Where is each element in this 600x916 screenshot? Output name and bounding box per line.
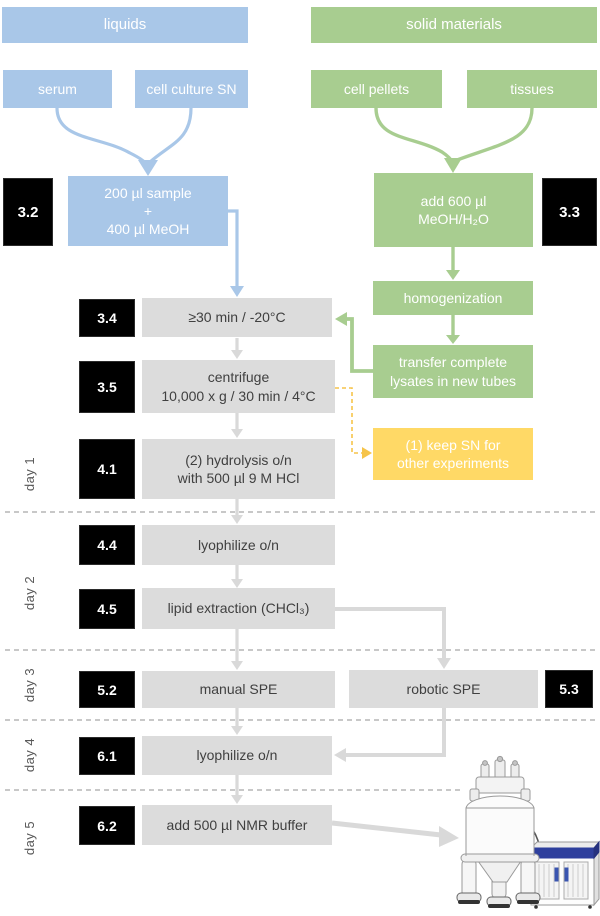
source-serum-label: serum [38, 80, 77, 97]
ref-badge-3-5: 3.5 [79, 361, 135, 413]
ref-3-5-label: 3.5 [97, 379, 117, 395]
source-tissues: tissues [467, 70, 597, 108]
step-manual-spe: manual SPE [142, 671, 335, 708]
step-line: transfer complete [398, 354, 508, 371]
ref-badge-4-1: 4.1 [79, 439, 135, 499]
blue-elbow-connector [228, 209, 239, 287]
header-liquids-label: liquids [103, 16, 147, 34]
blue-merge-arrowhead [138, 160, 158, 176]
gray-arrow-to-nmr [331, 820, 442, 838]
step-lipid-extraction: lipid extraction (CHCl₃) [142, 588, 335, 629]
green-merge-arrow [374, 107, 534, 164]
green-merge-arrowhead [444, 158, 462, 173]
gray-arrowhead-to-nmr [439, 826, 459, 847]
ref-5-2-label: 5.2 [97, 681, 117, 698]
day-label-2: day 2 [22, 548, 42, 638]
step-add-meoh-h2o: add 600 µl MeOH/H₂O [374, 173, 533, 247]
source-cell-pellets: cell pellets [311, 70, 442, 108]
day-label-5: day 5 [22, 793, 42, 883]
ref-badge-6-1: 6.1 [79, 737, 135, 775]
step-homogenization-label: homogenization [403, 289, 503, 306]
header-solid-materials: solid materials [311, 7, 597, 43]
ref-5-3-label: 5.3 [559, 681, 579, 697]
step-centrifuge: centrifuge 10,000 x g / 30 min / 4°C [142, 360, 335, 413]
blue-elbow-arrowhead [230, 286, 244, 297]
step-line: 200 µl sample [104, 184, 192, 201]
ref-4-1-label: 4.1 [97, 461, 117, 477]
step-line: centrifuge [207, 369, 270, 386]
step-sample-meoh: 200 µl sample + 400 µl MeOH [68, 176, 228, 246]
source-serum: serum [3, 70, 112, 108]
step-nmr-buffer: add 500 µl NMR buffer [142, 805, 332, 845]
source-cell-culture-sn-label: cell culture SN [146, 80, 237, 97]
step-robotic-spe-label: robotic SPE [406, 680, 481, 697]
step-homogenization: homogenization [373, 281, 533, 315]
ref-badge-5-2: 5.2 [79, 671, 135, 708]
note-line: (1) keep SN for [405, 436, 501, 453]
ref-3-2-label: 3.2 [17, 203, 39, 221]
ref-6-1-label: 6.1 [97, 748, 117, 764]
ref-3-4-label: 3.4 [97, 310, 117, 326]
step-line: add 600 µl [420, 192, 487, 209]
green-feedback-arrowhead [335, 312, 347, 326]
blue-merge-arrow [55, 107, 193, 167]
step-transfer-lysates: transfer complete lysates in new tubes [373, 345, 533, 398]
step-lyophilize-2-label: lyophilize o/n [196, 747, 278, 764]
step-line: (2) hydrolysis o/n [185, 451, 292, 468]
day-1-text: day 1 [22, 456, 37, 492]
gray-elbow-from-robotic-spe [345, 708, 446, 757]
ref-badge-4-5: 4.5 [79, 589, 135, 629]
ref-badge-3-3: 3.3 [542, 178, 597, 246]
ref-badge-3-2: 3.2 [3, 178, 53, 246]
day-3-text: day 3 [22, 667, 37, 703]
step-line: 10,000 x g / 30 min / 4°C [161, 387, 316, 404]
day-2-text: day 2 [22, 575, 37, 611]
day-5-text: day 5 [22, 820, 37, 856]
green-arrowhead-2 [446, 335, 460, 344]
step-lyophilize-2: lyophilize o/n [142, 736, 332, 775]
source-cell-pellets-label: cell pellets [343, 80, 410, 97]
step-robotic-spe: robotic SPE [349, 670, 538, 708]
step-incubation-label: ≥30 min / -20°C [188, 309, 286, 326]
header-solid-materials-label: solid materials [406, 16, 502, 34]
green-arrowhead-1 [446, 270, 460, 280]
source-cell-culture-sn: cell culture SN [135, 70, 248, 108]
step-line: 400 µl MeOH [106, 221, 190, 238]
ref-4-5-label: 4.5 [97, 601, 117, 617]
ref-4-4-label: 4.4 [97, 537, 117, 553]
gray-elbow-to-robotic-spe [334, 607, 446, 659]
day-4-text: day 4 [22, 737, 37, 773]
step-lyophilize-1-label: lyophilize o/n [198, 536, 279, 553]
note-line: other experiments [396, 455, 510, 471]
ref-badge-3-4: 3.4 [79, 299, 135, 337]
note-keep-sn: (1) keep SN for other experiments [373, 428, 533, 480]
step-line: + [143, 202, 153, 219]
header-liquids: liquids [2, 7, 248, 43]
step-incubation: ≥30 min / -20°C [142, 298, 332, 337]
ref-badge-4-4: 4.4 [79, 525, 135, 565]
nmr-spectrometer-illustration [456, 755, 600, 909]
step-hydrolysis: (2) hydrolysis o/n with 500 µl 9 M HCl [142, 439, 335, 499]
step-line: with 500 µl 9 M HCl [177, 470, 300, 486]
gray-elbow-arrowhead-1 [437, 658, 451, 669]
day-label-4: day 4 [22, 710, 42, 800]
green-feedback-elbow [346, 317, 373, 373]
step-lipid-extraction-label: lipid extraction (CHCl₃) [167, 600, 310, 617]
ref-3-3-label: 3.3 [559, 203, 580, 221]
gray-elbow-arrowhead-2 [334, 748, 346, 762]
step-line: lysates in new tubes [389, 372, 517, 389]
yellow-dashed-connector [335, 387, 362, 454]
step-line: MeOH/H₂O [418, 211, 489, 227]
ref-badge-6-2: 6.2 [79, 806, 135, 845]
ref-badge-5-3: 5.3 [545, 670, 593, 708]
step-manual-spe-label: manual SPE [199, 681, 278, 698]
yellow-dashed-arrowhead [362, 447, 372, 459]
day-label-1: day 1 [22, 429, 42, 519]
source-tissues-label: tissues [510, 80, 554, 97]
step-lyophilize-1: lyophilize o/n [142, 525, 335, 565]
ref-6-2-label: 6.2 [97, 817, 117, 834]
step-nmr-buffer-label: add 500 µl NMR buffer [166, 816, 308, 833]
